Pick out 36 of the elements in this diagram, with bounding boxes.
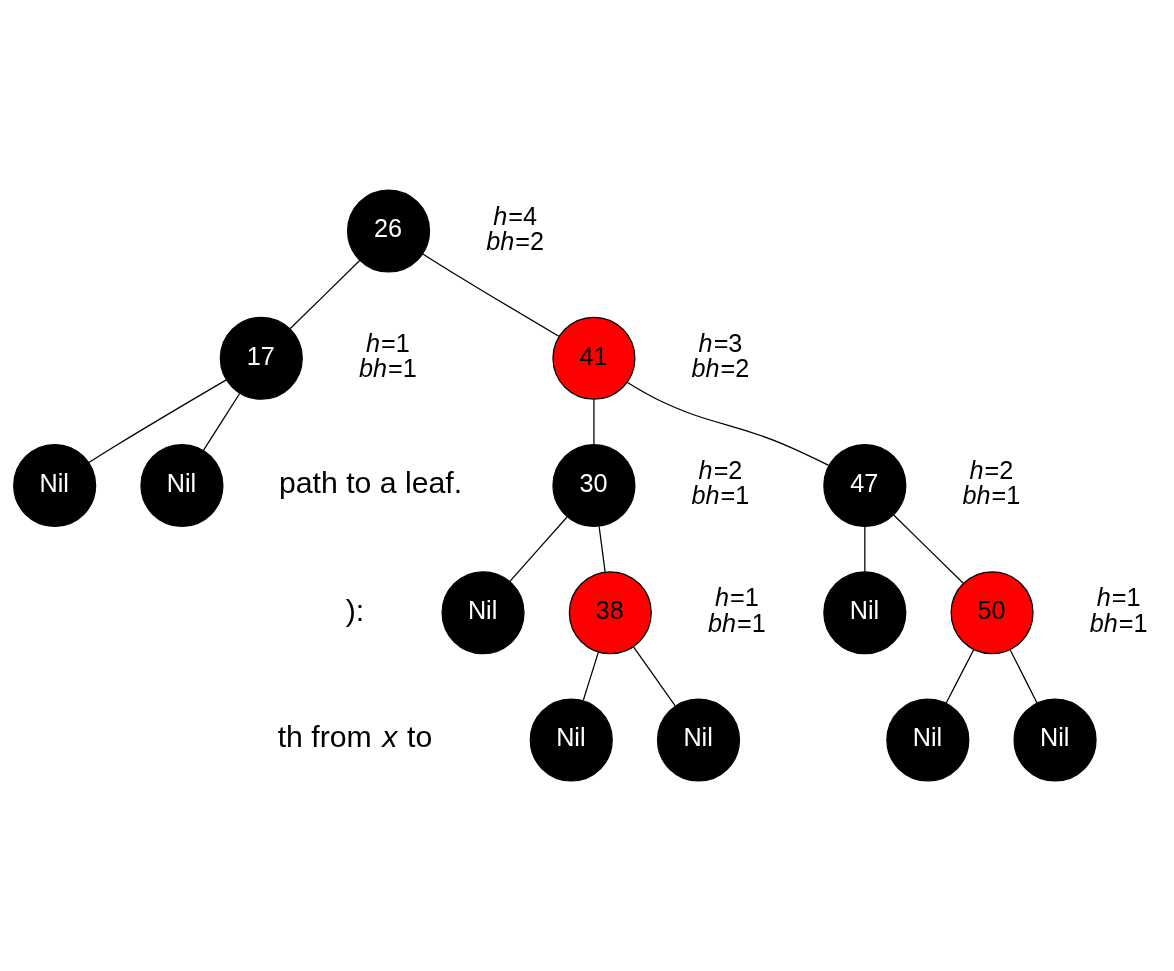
connector	[598, 525, 606, 573]
node-label: bh=1	[358, 354, 417, 383]
node-circle: 41	[552, 316, 636, 400]
node-circle: Nil	[529, 698, 613, 782]
connector	[632, 646, 676, 707]
node-circle: Nil	[140, 443, 224, 528]
node-circle: 26	[347, 189, 431, 273]
connector	[864, 525, 866, 573]
connector	[626, 381, 830, 466]
node-circle: 30	[552, 443, 636, 528]
connector	[945, 648, 975, 704]
connector	[582, 651, 599, 702]
node-label: h=1	[365, 328, 410, 357]
node-circle: Nil	[1013, 698, 1097, 782]
connector	[88, 379, 227, 464]
label: ):	[345, 593, 365, 627]
connector	[422, 253, 560, 337]
node-label: bh=2	[691, 354, 750, 383]
connector	[202, 392, 241, 452]
node-circle: 47	[823, 443, 907, 528]
node-circle: 17	[219, 316, 303, 400]
connector	[289, 259, 361, 330]
connector	[1009, 649, 1038, 704]
node-circle: 38	[568, 571, 652, 655]
node-circle: Nil	[823, 571, 907, 655]
connector	[893, 514, 964, 584]
node-circle: 50	[950, 571, 1034, 655]
node-circle: Nil	[441, 571, 525, 655]
connector	[509, 516, 568, 583]
node-circle: Nil	[886, 698, 970, 782]
connector	[593, 398, 595, 445]
node-circle: Nil	[13, 443, 97, 528]
label: path to a leaf.	[278, 466, 463, 500]
node-label: h=3	[698, 328, 743, 357]
label: th from x to	[277, 719, 433, 753]
node-circle: Nil	[656, 698, 741, 782]
